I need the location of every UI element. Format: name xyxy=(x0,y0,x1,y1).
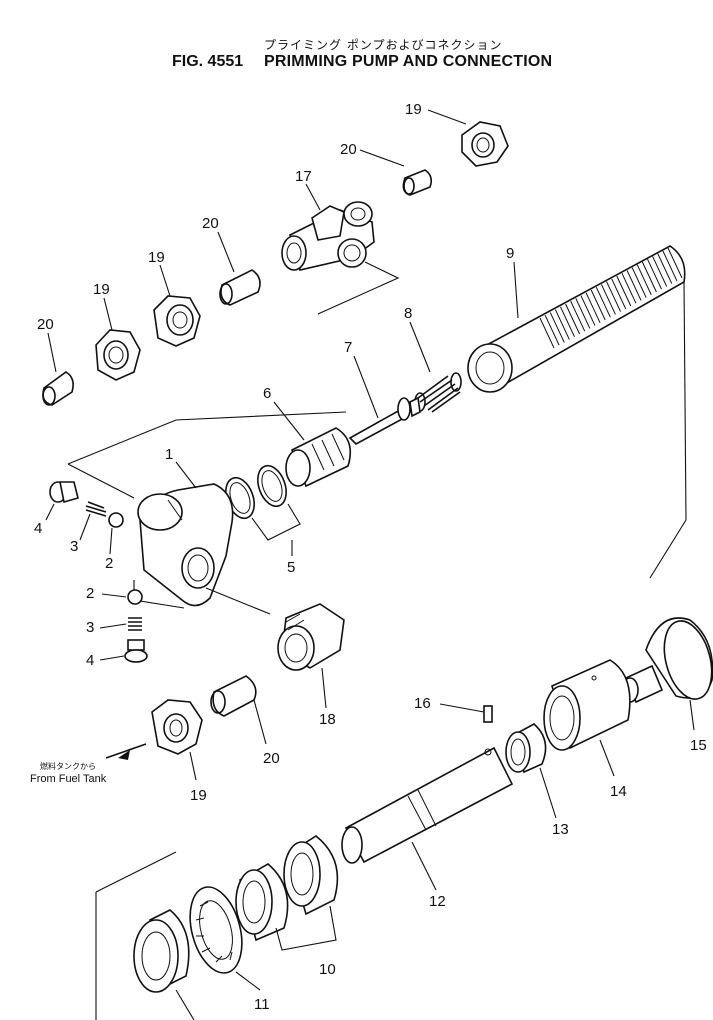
label-part-15: 15 xyxy=(690,737,707,754)
part-19-nut-bottom xyxy=(133,909,190,993)
barrel-thread-line xyxy=(585,292,601,324)
label-part-4-lower: 4 xyxy=(86,652,94,669)
barrel-thread-line xyxy=(539,317,555,349)
barrel-thread-line xyxy=(647,258,662,290)
label-part-20-top: 20 xyxy=(340,141,357,158)
part-15-knob xyxy=(621,617,713,704)
label-part-6: 6 xyxy=(263,385,271,402)
part-18-connector xyxy=(277,603,345,671)
barrel-thread-line xyxy=(544,314,560,346)
label-part-4-upper: 4 xyxy=(34,520,42,537)
barrel-thread-line xyxy=(657,253,673,284)
label-part-9: 9 xyxy=(506,245,514,262)
part-11-lock-washer xyxy=(189,886,243,974)
fuel-tank-note-jp: 燃料タンクから xyxy=(40,761,96,771)
label-part-8: 8 xyxy=(404,305,412,322)
label-part-19-top: 19 xyxy=(405,101,422,118)
fuel-tank-note-en: From Fuel Tank xyxy=(30,773,107,785)
part-20-sleeve-left xyxy=(42,371,74,406)
part-7-plunger xyxy=(348,396,421,445)
figure-title: PRIMMING PUMP AND CONNECTION xyxy=(264,53,553,70)
figure-subtitle-jp: プライミング ポンプおよびコネクション xyxy=(264,38,503,52)
label-part-20-lower: 20 xyxy=(263,750,280,767)
barrel-thread-line xyxy=(652,256,668,287)
barrel-thread-line xyxy=(626,270,642,301)
barrel-thread-line xyxy=(667,247,683,279)
part-13-collar xyxy=(505,723,547,774)
label-part-13: 13 xyxy=(552,821,569,838)
barrel-thread-line xyxy=(662,250,678,282)
label-part-5: 5 xyxy=(287,559,295,576)
part-12-shaft xyxy=(341,746,514,864)
part-16-pin xyxy=(483,705,493,723)
label-part-19-lower: 19 xyxy=(190,787,207,804)
part-20-sleeve-top xyxy=(402,169,432,196)
label-part-7: 7 xyxy=(344,339,352,356)
label-part-1: 1 xyxy=(165,446,173,463)
figure-number: FIG. 4551 xyxy=(172,53,244,70)
barrel-thread-line xyxy=(570,300,586,332)
label-part-11: 11 xyxy=(254,996,270,1013)
part-2-ball-upper xyxy=(108,512,124,528)
barrel-thread-line xyxy=(590,289,606,321)
barrel-thread-line xyxy=(554,309,570,340)
part-14-outer-sleeve xyxy=(543,659,631,751)
barrel-thread-line xyxy=(595,286,611,318)
label-part-19-left: 19 xyxy=(93,281,110,298)
part-3-spring-lower xyxy=(128,617,142,631)
barrel-thread-line xyxy=(549,312,565,343)
label-part-20-left: 20 xyxy=(37,316,54,333)
leader-lines xyxy=(45,109,695,1020)
label-part-16: 16 xyxy=(414,695,431,712)
barrel-thread-line xyxy=(631,267,647,298)
barrel-thread-line xyxy=(580,295,596,326)
label-part-12: 12 xyxy=(429,893,446,910)
label-part-18: 18 xyxy=(319,711,336,728)
barrel-thread-line xyxy=(600,284,616,315)
barrel-thread-line xyxy=(565,303,581,335)
part-17-tee-fitting xyxy=(281,201,375,271)
barrel-thread-line xyxy=(636,264,652,296)
part-20-sleeve-mid xyxy=(219,269,261,306)
barrel-thread-line xyxy=(560,306,575,338)
barrel-thread-line xyxy=(621,272,637,304)
part-8-spring xyxy=(414,372,462,413)
part-9-pump-barrel xyxy=(467,245,686,393)
part-19-nut-top xyxy=(461,121,509,167)
part-3-spring-upper xyxy=(85,501,107,517)
fuel-inflow-arrowhead xyxy=(118,750,130,760)
label-part-14: 14 xyxy=(610,783,627,800)
label-part-17: 17 xyxy=(295,168,312,185)
label-part-3-lower: 3 xyxy=(86,619,94,636)
part-4-plug-upper xyxy=(49,481,79,504)
barrel-thread-line xyxy=(575,298,591,329)
part-4-plug-lower xyxy=(124,639,148,663)
part-20-sleeve-lower xyxy=(210,675,257,717)
part-2-ball-lower xyxy=(127,589,143,605)
label-part-20-mid: 20 xyxy=(202,215,219,232)
part-6-valve-body xyxy=(285,427,352,488)
label-part-19-mid: 19 xyxy=(148,249,165,266)
barrel-thread-line xyxy=(606,281,622,312)
barrel-thread-line xyxy=(616,275,632,307)
part-19-nut-left xyxy=(95,329,141,381)
barrel-thread-line xyxy=(611,278,627,310)
label-part-10: 10 xyxy=(319,961,336,978)
fuel-inflow-arrow-line xyxy=(105,743,147,759)
label-part-2-upper: 2 xyxy=(105,555,113,572)
barrel-thread-line xyxy=(641,261,657,293)
label-part-2-lower: 2 xyxy=(86,585,94,602)
part-19-nut-lower xyxy=(151,699,203,755)
label-part-3-upper: 3 xyxy=(70,538,78,555)
part-19-nut-mid xyxy=(153,295,201,347)
part-10-ring-nuts xyxy=(235,835,339,942)
part-1-pump-body xyxy=(137,483,234,607)
